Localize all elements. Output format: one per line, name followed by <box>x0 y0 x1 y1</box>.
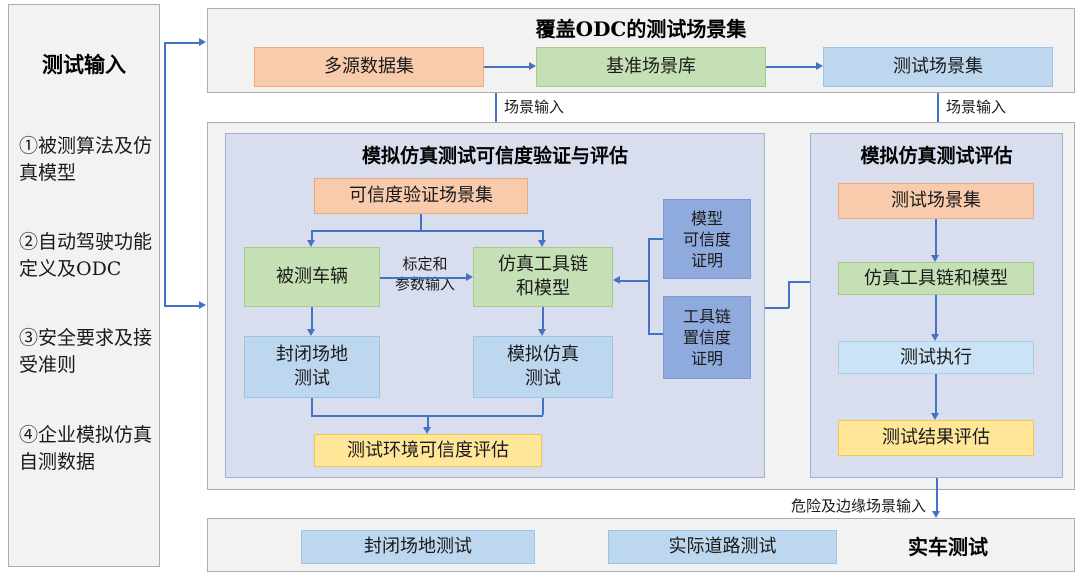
arrow-right-icon <box>816 62 823 70</box>
cross-panel-line <box>788 282 790 308</box>
sidebar-item-1: ①被测算法及仿真模型 <box>19 135 153 184</box>
arrow-left-icon <box>613 276 620 284</box>
cross-panel-line <box>765 307 789 309</box>
flow-line <box>935 374 937 413</box>
arrow-down-icon <box>931 413 939 420</box>
odc-scenario-title: 覆盖ODC的测试场景集 <box>535 17 747 41</box>
flow-line <box>484 66 529 68</box>
simulation-evaluation-panel: 模拟仿真测试评估 测试场景集 仿真工具链和模型 测试执行 测试结果评估 <box>810 133 1063 478</box>
flow-line <box>311 398 313 415</box>
flow-line <box>542 230 544 240</box>
odc-scenario-panel: 覆盖ODC的测试场景集 多源数据集 基准场景库 测试场景集 <box>207 8 1075 93</box>
test-result-eval-box: 测试结果评估 <box>838 420 1034 456</box>
eval-test-scenario-set-box: 测试场景集 <box>838 183 1034 219</box>
credibility-scenario-set-box: 可信度验证场景集 <box>314 178 528 214</box>
bottom-real-road-test-box: 实际道路测试 <box>608 530 837 564</box>
flow-line <box>420 214 422 230</box>
flow-line <box>542 307 544 329</box>
bracket-line <box>648 333 663 335</box>
scene-input-right-line <box>937 93 939 134</box>
flow-line <box>620 280 648 282</box>
flow-line <box>311 307 313 329</box>
calibration-param-label: 标定和 参数输入 <box>394 255 455 293</box>
model-credibility-proof-box: 模型 可信度 证明 <box>663 199 751 279</box>
sidebar-to-top-line <box>164 42 199 44</box>
simulation-evaluation-title: 模拟仿真测试评估 <box>860 145 1013 167</box>
arrow-right-icon <box>466 273 473 281</box>
test-env-credibility-eval-box: 测试环境可信度评估 <box>314 434 542 467</box>
flow-line <box>935 219 937 255</box>
arrow-right-icon <box>199 38 206 46</box>
simulation-test-box: 模拟仿真 测试 <box>473 336 613 398</box>
flow-line <box>542 398 544 415</box>
bracket-line <box>648 238 650 334</box>
flow-line <box>766 66 816 68</box>
benchmark-scenario-library-box: 基准场景库 <box>536 47 766 87</box>
credibility-verification-title: 模拟仿真测试可信度验证与评估 <box>361 145 628 167</box>
vehicle-under-test-box: 被测车辆 <box>244 247 380 307</box>
flow-line <box>935 295 937 334</box>
scene-input-right-label: 场景输入 <box>946 98 1007 116</box>
flow-line <box>380 277 466 279</box>
test-input-panel: 测试输入 ①被测算法及仿真模型 ②自动驾驶功能定义及ODC ③安全要求及接受准则… <box>8 4 160 567</box>
bottom-closed-field-test-box: 封闭场地测试 <box>301 530 535 564</box>
sidebar-item-2: ②自动驾驶功能定义及ODC <box>19 231 153 280</box>
arrow-down-icon <box>931 255 939 262</box>
flow-line <box>311 230 313 240</box>
arrow-down-icon <box>538 329 546 336</box>
scene-input-left-label: 场景输入 <box>504 98 565 116</box>
test-scenario-set-box: 测试场景集 <box>823 47 1053 87</box>
sidebar-item-3: ③安全要求及接受准则 <box>19 327 153 376</box>
cross-panel-line <box>788 281 830 283</box>
arrow-down-icon <box>307 329 315 336</box>
sim-toolchain-model-box: 仿真工具链 和模型 <box>473 247 613 307</box>
sidebar-item-4: ④企业模拟仿真自测数据 <box>19 424 153 473</box>
hazard-edge-scene-label: 危险及边缘场景输入 <box>790 497 926 515</box>
real-vehicle-test-panel: 封闭场地测试 实际道路测试 实车测试 <box>207 518 1075 572</box>
credibility-verification-panel: 模拟仿真测试可信度验证与评估 可信度验证场景集 被测车辆 仿真工具链 和模型 标… <box>225 133 765 478</box>
toolchain-confidence-proof-box: 工具链 置信度 证明 <box>663 296 751 379</box>
arrow-right-icon <box>199 301 206 309</box>
sidebar-connector-line <box>164 43 166 306</box>
test-execution-box: 测试执行 <box>838 341 1034 374</box>
sidebar-to-middle-line <box>164 305 199 307</box>
arrow-down-icon <box>932 511 940 518</box>
arrow-down-icon <box>307 240 315 247</box>
scene-input-left-line <box>495 93 497 134</box>
arrow-right-icon <box>529 62 536 70</box>
hazard-scene-line <box>936 478 938 511</box>
test-input-title: 测试输入 <box>42 52 126 77</box>
arrow-down-icon <box>931 334 939 341</box>
eval-sim-toolchain-model-box: 仿真工具链和模型 <box>838 262 1034 295</box>
real-vehicle-test-label: 实车测试 <box>908 535 988 559</box>
arrow-down-icon <box>538 240 546 247</box>
closed-field-test-box: 封闭场地 测试 <box>244 336 380 398</box>
arrow-down-icon <box>423 427 431 434</box>
multi-source-dataset-box: 多源数据集 <box>254 47 484 87</box>
flow-line <box>311 230 543 232</box>
bracket-line <box>648 238 663 240</box>
flow-line <box>427 415 429 427</box>
